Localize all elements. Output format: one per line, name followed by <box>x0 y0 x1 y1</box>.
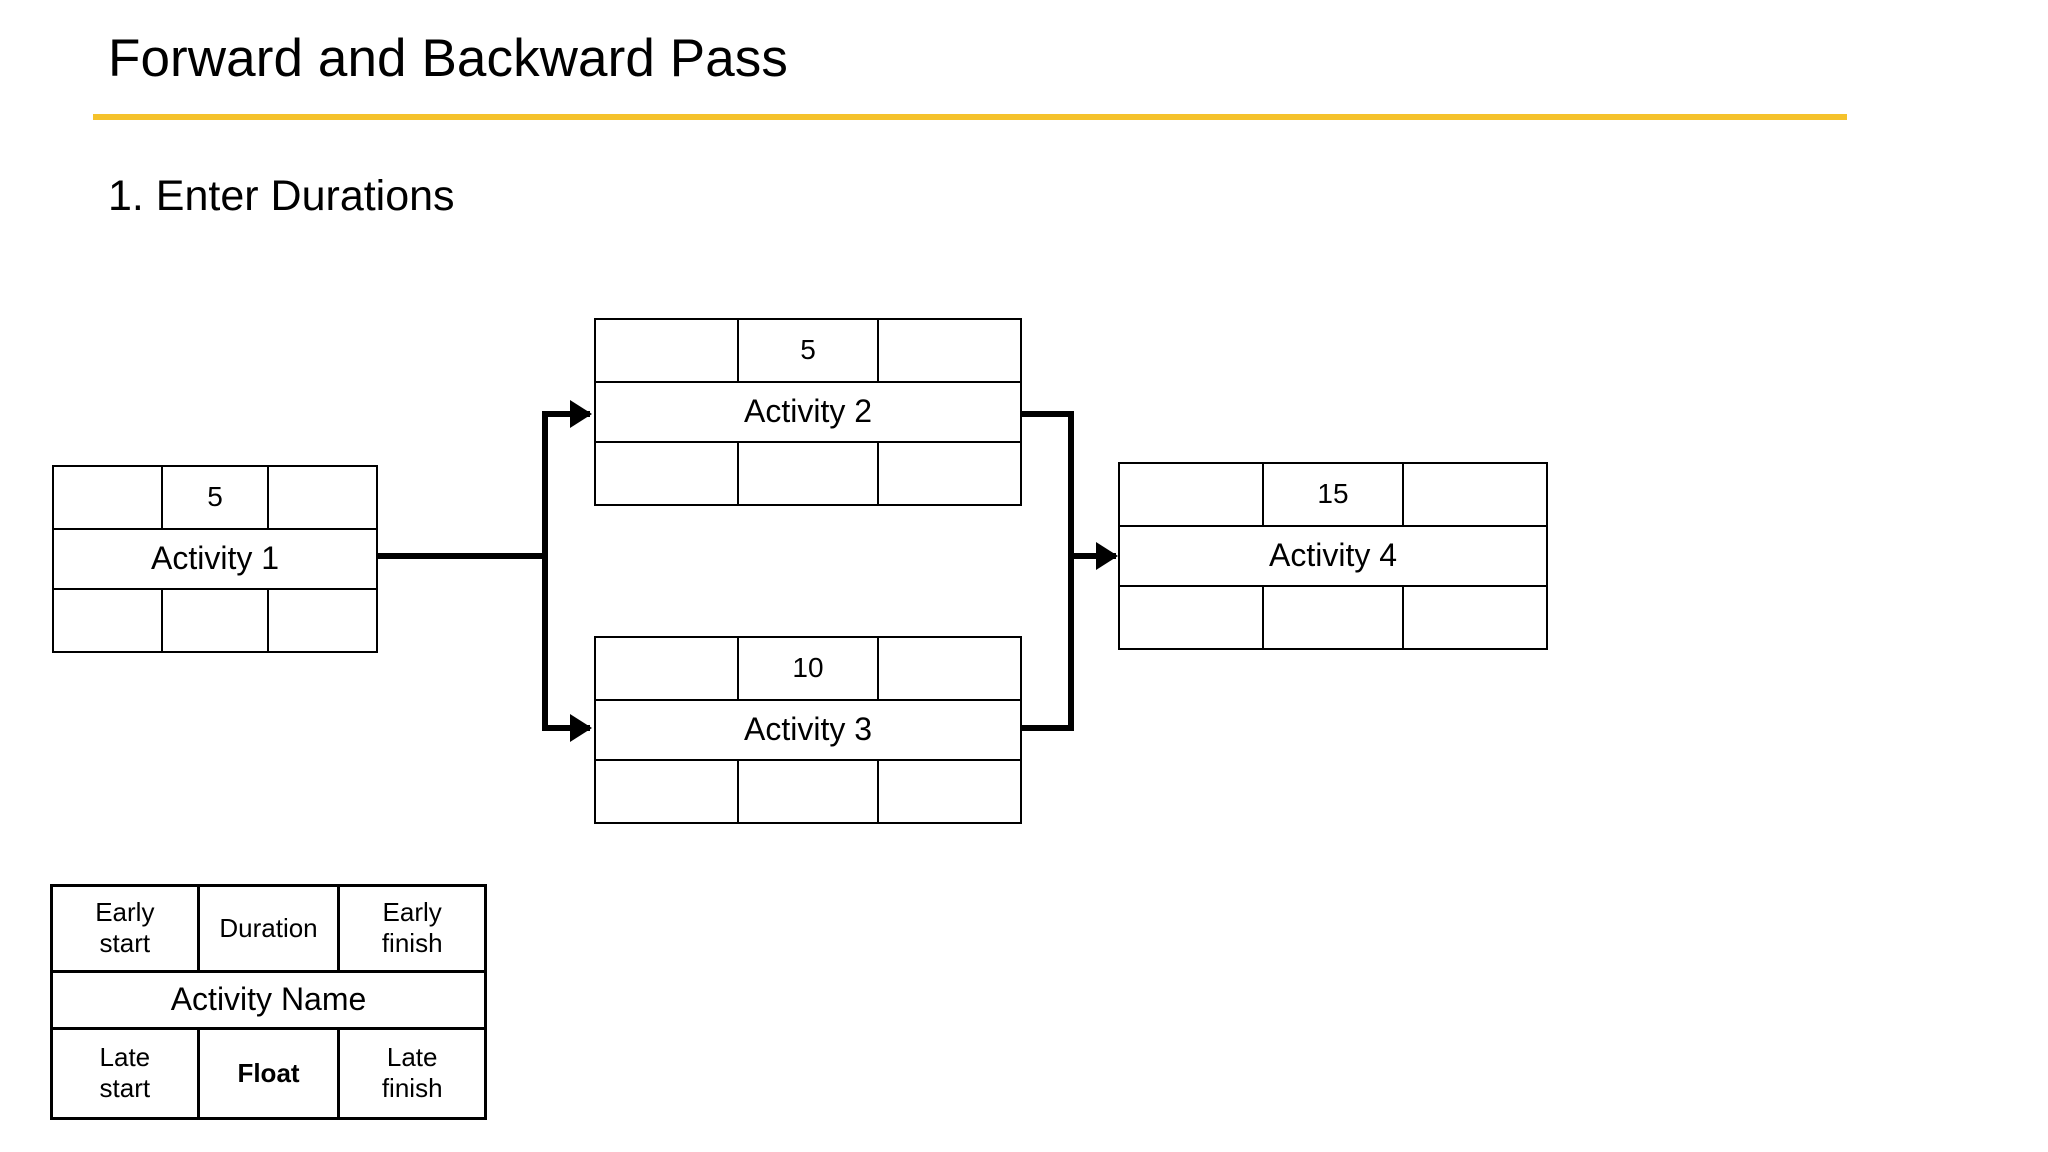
page-title: Forward and Backward Pass <box>108 29 789 88</box>
activity-name-label: Activity 1 <box>150 540 280 577</box>
legend-late-start: Late start <box>99 1042 151 1104</box>
duration-cell[interactable]: 5 <box>737 320 879 381</box>
activity-node-4[interactable]: 15 Activity 4 <box>1118 462 1548 650</box>
legend-row-early: Early start Duration Early finish <box>53 887 484 970</box>
late-finish-cell[interactable] <box>1404 587 1546 648</box>
node-row-early: 5 <box>596 320 1020 381</box>
late-finish-cell[interactable] <box>879 761 1020 822</box>
arrowhead-into-activity-2 <box>570 400 592 428</box>
early-finish-cell[interactable] <box>1404 464 1546 525</box>
float-cell[interactable] <box>737 761 879 822</box>
node-row-name: Activity 4 <box>1120 524 1546 588</box>
float-cell[interactable] <box>1262 587 1404 648</box>
node-row-early: 15 <box>1120 464 1546 525</box>
node-row-late <box>596 761 1020 822</box>
legend-early-finish: Early finish <box>381 897 443 959</box>
node-row-early: 5 <box>54 467 376 528</box>
duration-cell[interactable]: 10 <box>737 638 879 699</box>
legend-row-name: Activity Name <box>53 969 484 1030</box>
early-start-cell[interactable] <box>596 320 737 381</box>
title-accent-rule <box>93 114 1847 120</box>
arrowhead-into-activity-4 <box>1096 542 1118 570</box>
node-row-late <box>54 590 376 651</box>
legend-activity-name: Activity Name <box>170 981 367 1018</box>
activity-name-label: Activity 2 <box>743 393 873 430</box>
arrowhead-into-activity-3 <box>570 714 592 742</box>
activity-node-2[interactable]: 5 Activity 2 <box>594 318 1022 506</box>
early-finish-cell[interactable] <box>879 638 1020 699</box>
late-finish-cell[interactable] <box>879 443 1020 504</box>
activity-node-1[interactable]: 5 Activity 1 <box>52 465 378 653</box>
late-start-cell[interactable] <box>596 761 737 822</box>
connector-into-a4-horizontal <box>1068 553 1116 559</box>
early-start-cell[interactable] <box>54 467 161 528</box>
connector-split-trunk <box>542 411 548 731</box>
activity-name-label: Activity 3 <box>743 711 873 748</box>
early-start-cell[interactable] <box>1120 464 1262 525</box>
node-row-late <box>596 443 1020 504</box>
node-row-name: Activity 3 <box>596 698 1020 762</box>
late-start-cell[interactable] <box>596 443 737 504</box>
legend-early-start: Early start <box>95 897 155 959</box>
late-start-cell[interactable] <box>54 590 161 651</box>
early-finish-cell[interactable] <box>269 467 376 528</box>
duration-cell[interactable]: 5 <box>161 467 269 528</box>
activity-name-label: Activity 4 <box>1268 537 1398 574</box>
early-start-cell[interactable] <box>596 638 737 699</box>
node-row-early: 10 <box>596 638 1020 699</box>
connector-merge-trunk <box>1068 411 1074 731</box>
connector-a2-out <box>1020 411 1074 417</box>
legend-key-box: Early start Duration Early finish Activi… <box>50 884 487 1120</box>
late-finish-cell[interactable] <box>269 590 376 651</box>
connector-a3-out <box>1020 725 1074 731</box>
early-finish-cell[interactable] <box>879 320 1020 381</box>
float-cell[interactable] <box>161 590 269 651</box>
connector-to-a3-horizontal <box>542 725 590 731</box>
legend-duration: Duration <box>196 887 341 970</box>
legend-float: Float <box>196 1029 341 1117</box>
legend-late-finish: Late finish <box>381 1042 443 1104</box>
late-start-cell[interactable] <box>1120 587 1262 648</box>
legend-row-late: Late start Float Late finish <box>53 1029 484 1117</box>
node-row-name: Activity 1 <box>54 527 376 591</box>
step-heading: 1. Enter Durations <box>108 172 455 220</box>
activity-node-3[interactable]: 10 Activity 3 <box>594 636 1022 824</box>
duration-cell[interactable]: 15 <box>1262 464 1404 525</box>
connector-a1-stub <box>378 553 548 559</box>
connector-to-a2-horizontal <box>542 411 590 417</box>
node-row-name: Activity 2 <box>596 380 1020 444</box>
float-cell[interactable] <box>737 443 879 504</box>
node-row-late <box>1120 587 1546 648</box>
